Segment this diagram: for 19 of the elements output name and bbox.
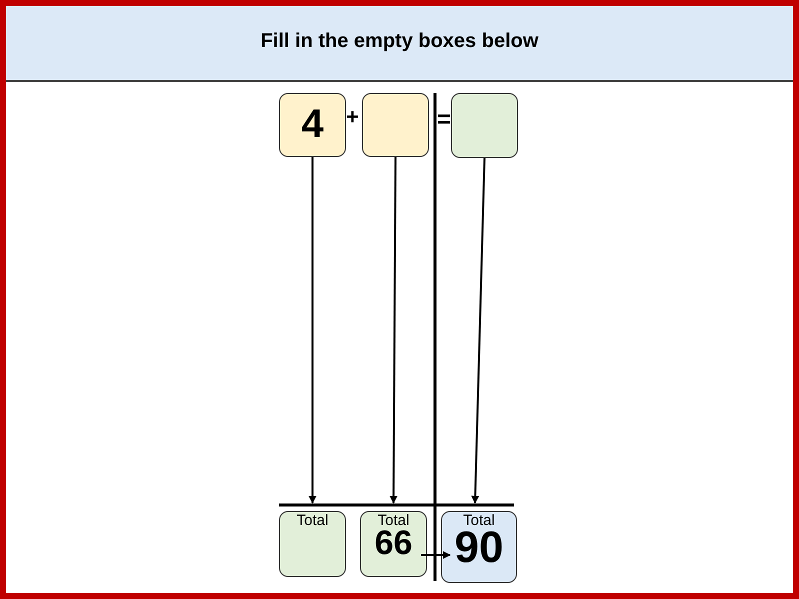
arrow bbox=[308, 157, 316, 504]
number-box bbox=[279, 93, 346, 157]
number: 66 bbox=[374, 528, 414, 558]
equals-sign: = bbox=[437, 106, 452, 134]
arrow bbox=[471, 158, 486, 504]
total-label: Total bbox=[296, 513, 330, 528]
number: 90 bbox=[454, 528, 504, 568]
number-box bbox=[441, 511, 517, 583]
answer-box bbox=[362, 93, 429, 157]
answer-box bbox=[451, 93, 518, 158]
total-label: Total bbox=[462, 513, 496, 528]
number: 4 bbox=[300, 101, 325, 148]
total-label: Total bbox=[376, 513, 410, 528]
number-box bbox=[279, 511, 346, 577]
title: Fill in the empty boxes below bbox=[260, 30, 540, 53]
number-box bbox=[360, 511, 427, 577]
arrow bbox=[390, 157, 398, 504]
plus-sign: + bbox=[346, 104, 359, 130]
arrow bbox=[421, 551, 451, 559]
